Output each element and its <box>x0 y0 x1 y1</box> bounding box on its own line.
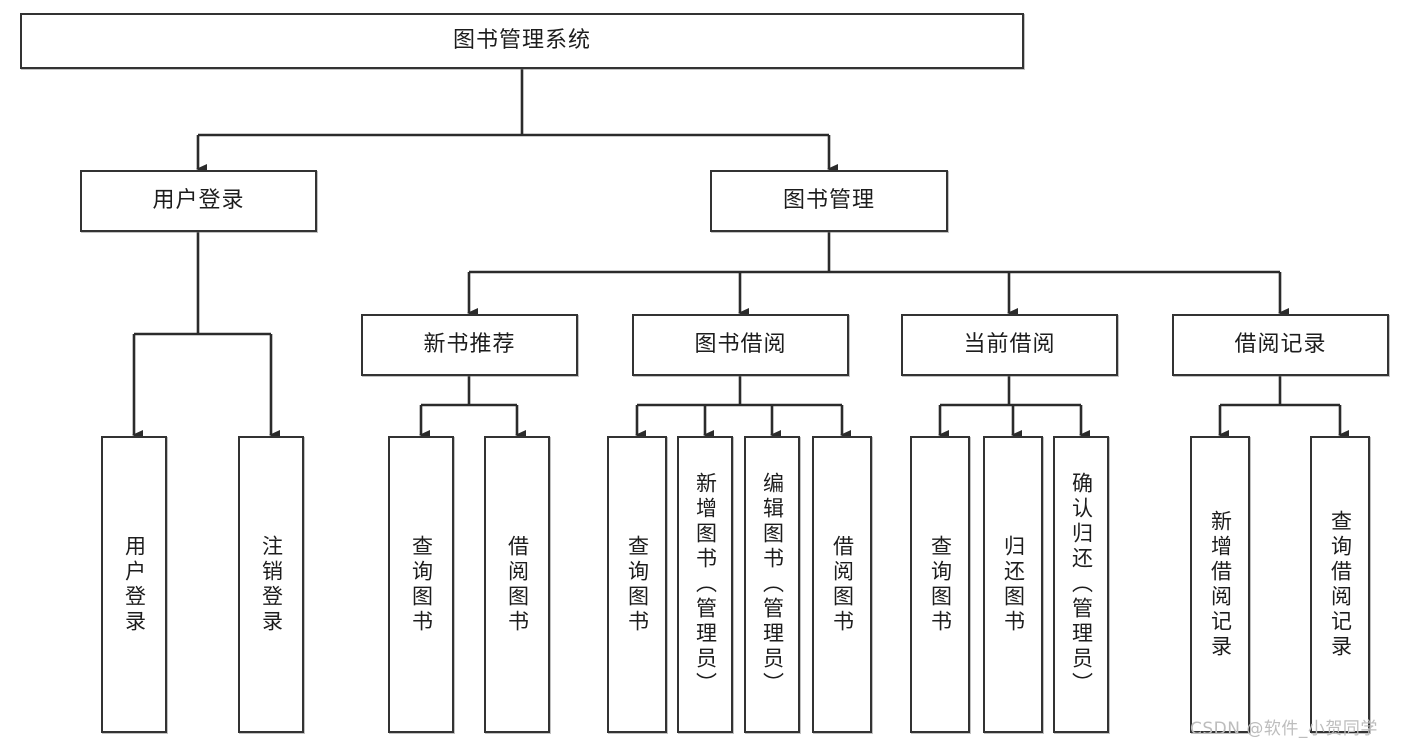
leaf-query-book-3[interactable]: 查询图书 <box>910 436 970 733</box>
node-borrow-record-label: 借阅记录 <box>1234 331 1327 357</box>
leaf-add-book[interactable]: 新增图书（管理员） <box>677 436 733 733</box>
node-book-management[interactable]: 图书管理 <box>710 170 948 232</box>
node-current-borrowing-label: 当前借阅 <box>963 331 1056 357</box>
leaf-edit-book[interactable]: 编辑图书（管理员） <box>744 436 800 733</box>
leaf-return-book-label: 归还图书 <box>1001 534 1026 635</box>
node-current-borrowing[interactable]: 当前借阅 <box>901 314 1118 376</box>
node-book-borrowing[interactable]: 图书借阅 <box>632 314 849 376</box>
watermark: CSDN @软件_小贺同学 <box>1190 719 1378 739</box>
node-book-management-label: 图书管理 <box>782 187 875 213</box>
leaf-query-book-3-label: 查询图书 <box>928 534 953 635</box>
node-new-book-recommend-label: 新书推荐 <box>423 331 516 357</box>
leaf-confirm-return-label: 确认归还（管理员） <box>1069 472 1094 697</box>
leaf-query-book-1-label: 查询图书 <box>409 534 434 635</box>
leaf-borrow-book-2-label: 借阅图书 <box>830 534 855 635</box>
leaf-borrow-book-1-label: 借阅图书 <box>505 534 530 635</box>
leaf-query-book-2-label: 查询图书 <box>625 534 650 635</box>
node-book-borrowing-label: 图书借阅 <box>694 331 787 357</box>
leaf-logout-label: 注销登录 <box>259 534 284 635</box>
leaf-confirm-return[interactable]: 确认归还（管理员） <box>1053 436 1109 733</box>
node-new-book-recommend[interactable]: 新书推荐 <box>361 314 578 376</box>
leaf-add-book-label: 新增图书（管理员） <box>693 472 718 697</box>
node-user-login-label: 用户登录 <box>152 187 245 213</box>
leaf-query-borrow-record-label: 查询借阅记录 <box>1328 509 1353 660</box>
leaf-edit-book-label: 编辑图书（管理员） <box>760 472 785 697</box>
node-root[interactable]: 图书管理系统 <box>20 13 1024 69</box>
leaf-user-login-label: 用户登录 <box>122 534 147 635</box>
leaf-borrow-book-1[interactable]: 借阅图书 <box>484 436 550 733</box>
leaf-borrow-book-2[interactable]: 借阅图书 <box>812 436 872 733</box>
leaf-query-book-2[interactable]: 查询图书 <box>607 436 667 733</box>
node-root-label: 图书管理系统 <box>452 27 591 53</box>
leaf-logout[interactable]: 注销登录 <box>238 436 304 733</box>
leaf-query-book-1[interactable]: 查询图书 <box>388 436 454 733</box>
leaf-user-login[interactable]: 用户登录 <box>101 436 167 733</box>
leaf-query-borrow-record[interactable]: 查询借阅记录 <box>1310 436 1370 733</box>
leaf-return-book[interactable]: 归还图书 <box>983 436 1043 733</box>
node-borrow-record[interactable]: 借阅记录 <box>1172 314 1389 376</box>
node-user-login[interactable]: 用户登录 <box>80 170 317 232</box>
leaf-add-borrow-record[interactable]: 新增借阅记录 <box>1190 436 1250 733</box>
leaf-add-borrow-record-label: 新增借阅记录 <box>1208 509 1233 660</box>
